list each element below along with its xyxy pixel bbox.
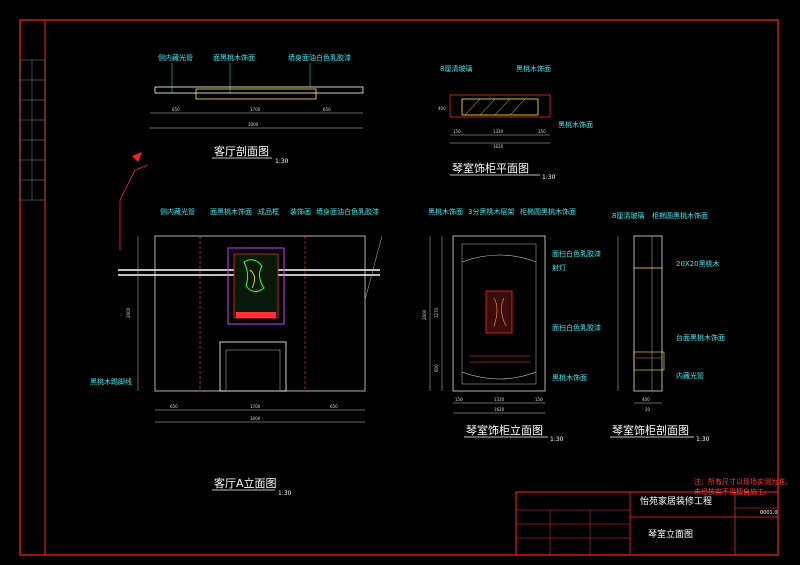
cab-elev-dim-total: 1620	[494, 407, 505, 412]
cabinet-plan-callout-3: 黑桃木饰面	[558, 120, 593, 129]
title-block: 注：所有尺寸以现场实测为准。 未经核实不得擅自施工。 怡苑家居装修工程 琴室立面…	[515, 477, 792, 556]
elev-a-dim-3: 650	[330, 404, 338, 409]
cab-elev-callout-right-2: 射灯	[552, 263, 566, 272]
title-block-note-1: 注：所有尺寸以现场实测为准。	[694, 477, 792, 486]
cabinet-section-drawing: 8厘清玻璃 柜椭圆黑桃木饰面 20X20黑桃木 台面黑桃木饰面 内藏光管 400…	[610, 211, 725, 443]
cab-sec-title: 琴室饰柜剖面图	[612, 423, 689, 437]
elev-a-callout-5: 墙身面油白色乳胶漆	[316, 207, 379, 216]
cab-elev-title: 琴室饰柜立面图	[466, 423, 543, 437]
cab-elev-callout-right-3: 面扫白色乳胶漆	[552, 323, 601, 332]
project-name: 怡苑家居装修工程	[640, 495, 712, 507]
cab-sec-dim-1: 400	[642, 397, 650, 402]
cabinet-plan-title: 琴室饰柜平面图	[452, 161, 529, 175]
cabinet-plan-scale: 1:30	[542, 174, 556, 181]
cab-elev-dim-left-3: 600	[434, 364, 439, 372]
living-room-section-drawing: 侧内藏光管 面黑桃木饰面 墙身面油白色乳胶漆 650 1700 650 3000…	[150, 53, 364, 165]
cab-elev-dim-1: 150	[455, 397, 463, 402]
cab-sec-callout-5: 内藏光管	[676, 371, 704, 380]
elev-a-left-callout: 黑桃木踢脚线	[90, 377, 132, 386]
plan-dim-2: 1700	[250, 107, 261, 112]
elev-a-callout-3: 成品框	[258, 207, 279, 216]
cabinet-plan-drawing: 8厘清玻璃 黑桃木饰面 黑桃木饰面 400 150 1320 150 1620 …	[438, 64, 593, 181]
cab-elev-dim-3: 150	[535, 397, 543, 402]
cab-elev-callout-top-2: 3分黑桃木层架	[468, 207, 514, 216]
cabinet-plan-dim-2: 1320	[493, 129, 504, 134]
elev-a-scale: 1:30	[278, 490, 292, 497]
elev-a-dim-total: 3000	[250, 416, 261, 421]
cab-elev-callout-top-3: 柜椭圆黑桃木饰面	[520, 207, 576, 216]
elev-a-dim-1: 650	[170, 404, 178, 409]
elev-a-callout-4: 装饰画	[290, 207, 311, 216]
cabinet-plan-dim-total: 1620	[493, 144, 504, 149]
cab-elev-callout-right-4: 黑桃木饰面	[552, 373, 587, 382]
plan-section-scale: 1:30	[275, 158, 289, 165]
plan-callout-2: 面黑桃木饰面	[213, 53, 255, 62]
cabinet-plan-dim-1: 150	[453, 129, 461, 134]
cab-sec-scale: 1:30	[696, 436, 710, 443]
cab-elev-dim-left-1: 2600	[422, 309, 427, 320]
cab-sec-callout-2: 柜椭圆黑桃木饰面	[652, 211, 708, 220]
cabinet-elevation-drawing: 黑桃木饰面 3分黑桃木层架 柜椭圆黑桃木饰面 面扫白色乳胶漆 射灯 面扫白色乳胶…	[422, 207, 601, 443]
plan-dim-3: 650	[323, 107, 331, 112]
cab-elev-callout-right-1: 面扫白色乳胶漆	[552, 249, 601, 258]
cabinet-plan-callout-1: 8厘清玻璃	[440, 64, 472, 73]
plan-dim-1: 650	[172, 107, 180, 112]
drawing-border	[19, 19, 779, 556]
cab-sec-dim-2: 20	[645, 407, 651, 412]
cabinet-plan-dim-3: 150	[538, 129, 546, 134]
living-room-elevation-a: 侧内藏光管 面黑桃木饰面 成品框 装饰画 墙身面油白色乳胶漆 2600 黑桃木踢…	[90, 152, 383, 497]
revision-strip	[19, 59, 46, 201]
cab-elev-callout-top-1: 黑桃木饰面	[428, 207, 463, 216]
elev-a-title: 客厅A立面图	[214, 476, 277, 490]
elev-a-callout-2: 面黑桃木饰面	[210, 207, 252, 216]
plan-callout-3: 墙身面油白色乳胶漆	[288, 53, 351, 62]
plan-dim-total: 3000	[248, 122, 259, 127]
cab-elev-dim-2: 1320	[494, 397, 505, 402]
cab-sec-callout-1: 8厘清玻璃	[612, 211, 644, 220]
plan-callout-1: 侧内藏光管	[158, 53, 193, 62]
cab-elev-dim-left-2: 1270	[434, 307, 439, 318]
sheet-number: 0001.0	[760, 510, 778, 516]
cabinet-plan-callout-2: 黑桃木饰面	[516, 64, 551, 73]
elev-a-height-dim: 2600	[126, 307, 131, 318]
plan-section-title: 客厅剖面图	[214, 144, 269, 158]
elev-a-callout-1: 侧内藏光管	[160, 207, 195, 216]
cab-elev-scale: 1:30	[550, 436, 564, 443]
cab-sec-callout-3: 20X20黑桃木	[676, 259, 720, 268]
cabinet-plan-side-dim: 400	[438, 106, 446, 111]
cab-sec-callout-4: 台面黑桃木饰面	[676, 333, 725, 342]
elev-a-dim-2: 1700	[250, 404, 261, 409]
drawing-name: 琴室立面图	[648, 528, 693, 540]
